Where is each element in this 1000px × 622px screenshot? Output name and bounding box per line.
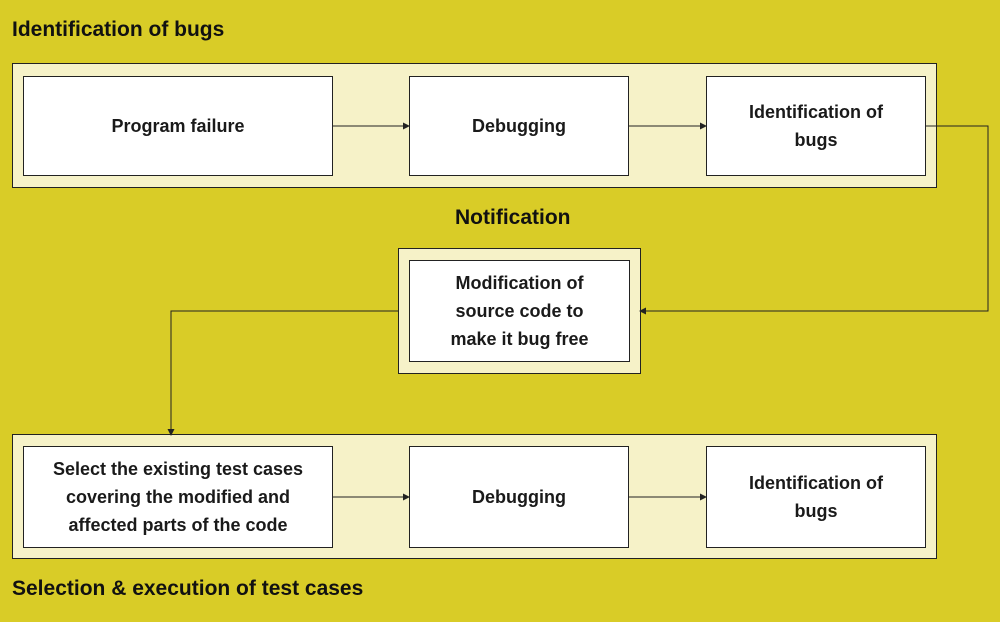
debugging-node-top: Debugging: [409, 76, 629, 176]
modification-node: Modification of source code to make it b…: [409, 260, 630, 362]
section-title-identification: Identification of bugs: [12, 18, 225, 41]
program-failure-node: Program failure: [23, 76, 333, 176]
identification-node-top: Identification of bugs: [706, 76, 926, 176]
section-title-notification: Notification: [455, 206, 571, 229]
section-title-selection: Selection & execution of test cases: [12, 577, 364, 600]
select-test-cases-node: Select the existing test cases covering …: [23, 446, 333, 548]
identification-node-bottom: Identification of bugs: [706, 446, 926, 548]
arrow-modification-to-select: [170, 310, 398, 430]
debugging-node-bottom: Debugging: [409, 446, 629, 548]
